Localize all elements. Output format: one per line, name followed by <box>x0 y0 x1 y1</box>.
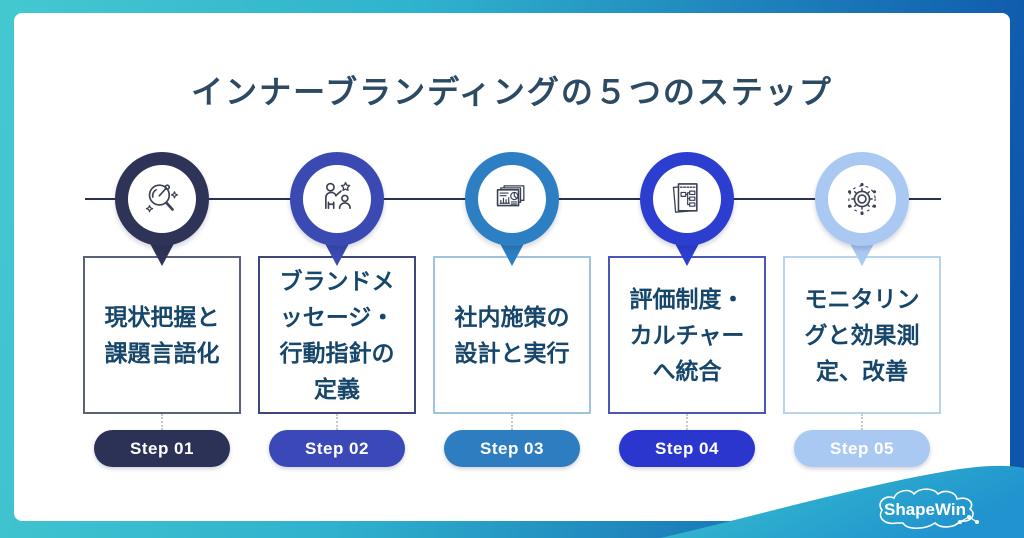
step3-pin-marker <box>465 152 559 266</box>
step5-card: モニタリン グと効果測 定、改善 <box>783 256 941 414</box>
dotted-connector <box>511 414 513 430</box>
step5-badge: Step 05 <box>794 430 930 467</box>
logo-cloud-outline <box>879 488 974 530</box>
card-text: へ統合 <box>652 358 722 384</box>
pin-inner-circle <box>303 165 371 233</box>
gear-network-icon <box>847 182 877 216</box>
step2-card: ブランドメ ッセージ・ 行動指針の 定義 <box>258 256 416 414</box>
logo-text: ShapeWin <box>884 500 966 519</box>
corner-swoosh <box>660 465 1024 538</box>
people-star-icon <box>325 181 351 210</box>
card-text: 現状把握と <box>104 304 220 330</box>
pin-inner-circle <box>478 165 546 233</box>
pin-inner-circle <box>653 165 721 233</box>
card-text: ッセージ・ <box>279 304 395 330</box>
card-text: 課題言語化 <box>104 340 220 366</box>
card-text: モニタリン <box>804 286 920 312</box>
step1-card: 現状把握と 課題言語化 <box>83 256 241 414</box>
step5-pin-marker <box>815 152 909 266</box>
org-checklist-icon <box>672 183 698 213</box>
magnifier-gauge-icon <box>145 184 179 213</box>
card-text: 社内施策の <box>454 304 570 330</box>
step1-pin-marker <box>115 152 209 266</box>
dotted-connector <box>336 414 338 430</box>
dotted-connector <box>861 414 863 430</box>
shapewin-logo: ShapeWin <box>879 488 979 530</box>
pin-circle <box>815 152 909 246</box>
pin-inner-circle <box>828 165 896 233</box>
card-text: カルチャー <box>629 322 745 348</box>
step3-badge: Step 03 <box>444 430 580 467</box>
step-column-1: 現状把握と 課題言語化 Step 01 <box>83 152 241 467</box>
card-text: 定、改善 <box>816 358 908 384</box>
logo-network-dots <box>958 515 979 524</box>
card-text: 定義 <box>314 376 360 402</box>
steps-row: 現状把握と 課題言語化 Step 01 <box>14 152 1010 467</box>
step3-card: 社内施策の 設計と実行 <box>433 256 591 414</box>
page-title: インナーブランディングの５つのステップ <box>191 74 833 110</box>
step-column-5: モニタリン グと効果測 定、改善 Step 05 <box>783 152 941 467</box>
step-column-3: 社内施策の 設計と実行 Step 03 <box>433 152 591 467</box>
step-column-4: 評価制度・ カルチャー へ統合 Step 04 <box>608 152 766 467</box>
pin-inner-circle <box>128 165 196 233</box>
card-text: 評価制度・ <box>629 286 745 312</box>
step-column-2: ブランドメ ッセージ・ 行動指針の 定義 Step 02 <box>258 152 416 467</box>
step2-pin-marker <box>290 152 384 266</box>
dotted-connector <box>686 414 688 430</box>
step4-card: 評価制度・ カルチャー へ統合 <box>608 256 766 414</box>
pin-circle <box>290 152 384 246</box>
card-text: グと効果測 <box>804 322 920 348</box>
pin-circle <box>640 152 734 246</box>
report-documents-icon <box>496 185 525 207</box>
step4-badge: Step 04 <box>619 430 755 467</box>
step1-badge: Step 01 <box>94 430 230 467</box>
main-panel: インナーブランディングの５つのステップ <box>14 13 1010 521</box>
step4-pin-marker <box>640 152 734 266</box>
card-text: 行動指針の <box>279 340 395 366</box>
card-text: 設計と実行 <box>454 340 570 366</box>
pin-circle <box>115 152 209 246</box>
card-text: ブランドメ <box>279 268 395 294</box>
pin-circle <box>465 152 559 246</box>
dotted-connector <box>161 414 163 430</box>
step2-badge: Step 02 <box>269 430 405 467</box>
